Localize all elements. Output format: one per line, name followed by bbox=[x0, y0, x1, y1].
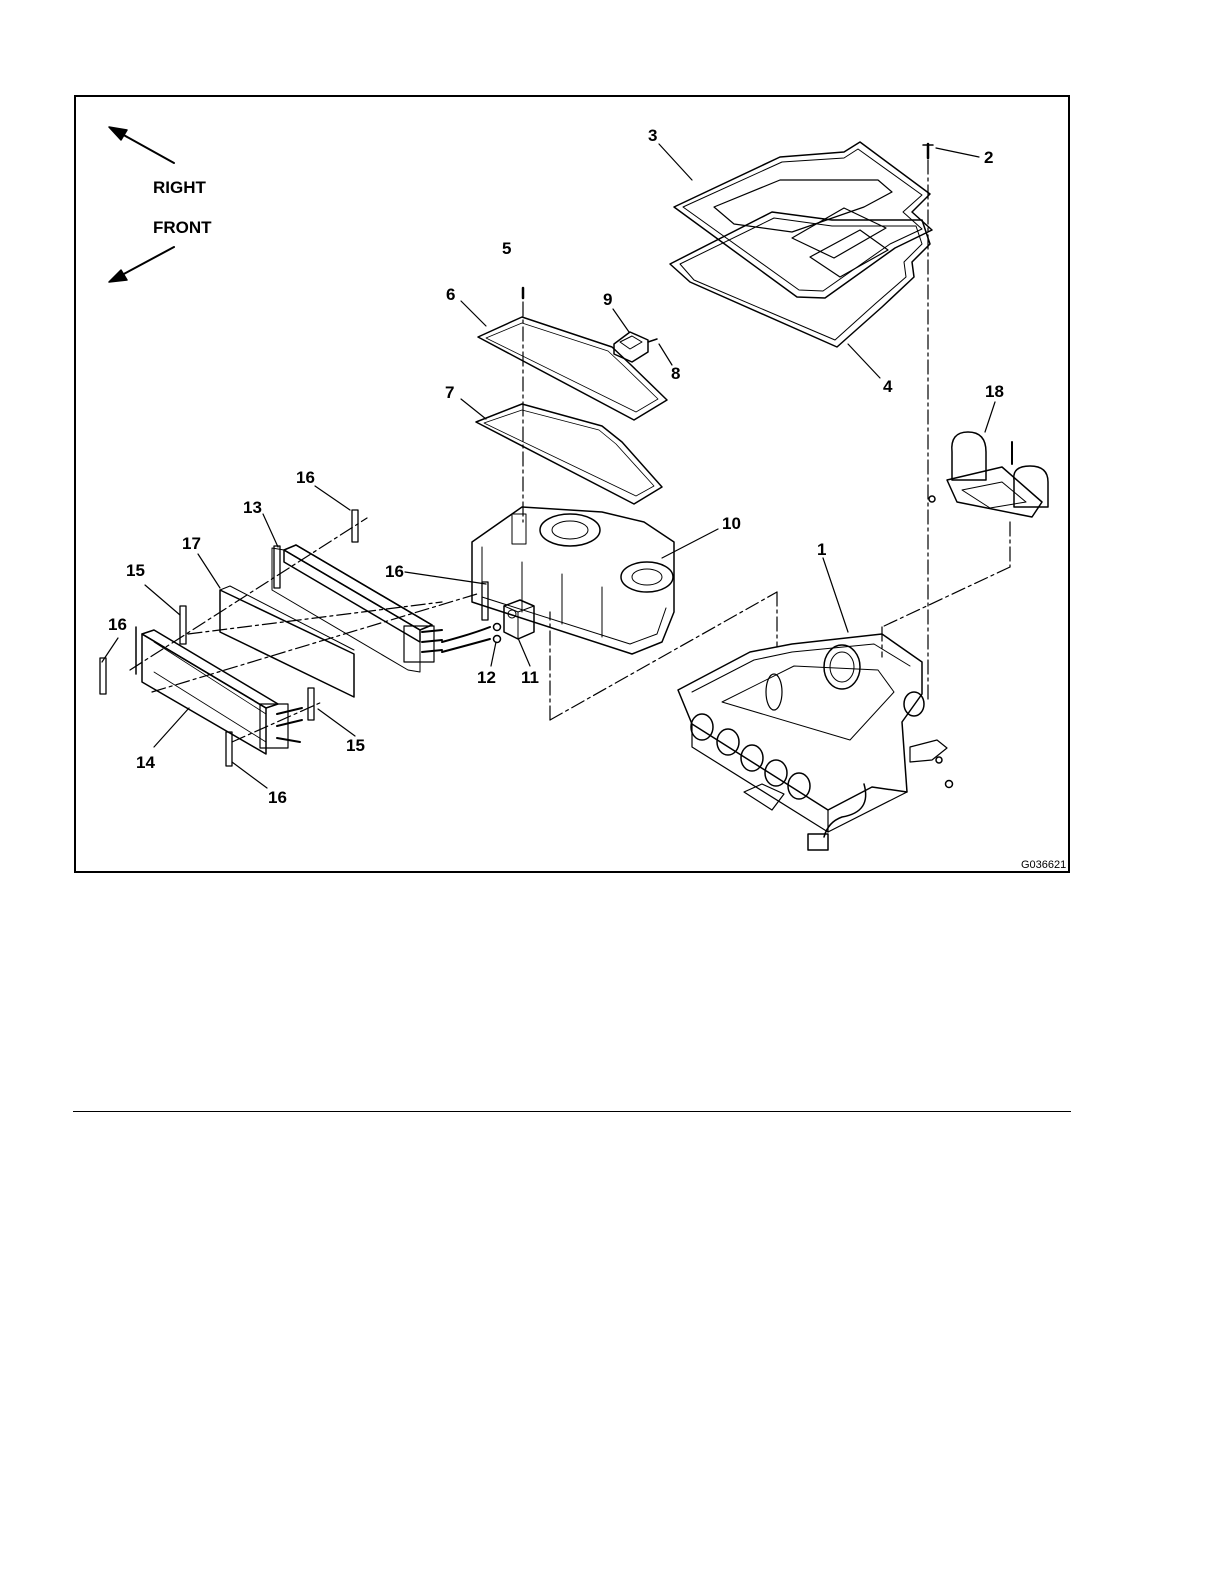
callout-18: 18 bbox=[985, 382, 1004, 401]
callout-1: 1 bbox=[817, 540, 826, 559]
callout-17: 17 bbox=[182, 534, 201, 553]
part-panel bbox=[478, 317, 667, 420]
callout-14: 14 bbox=[136, 753, 155, 772]
exploded-parts-diagram: RIGHT FRONT bbox=[76, 97, 1072, 875]
arrow-right-icon bbox=[109, 127, 127, 140]
callout-9: 9 bbox=[603, 290, 612, 309]
direction-indicator: RIGHT FRONT bbox=[109, 127, 212, 282]
callout-4: 4 bbox=[883, 377, 893, 396]
callout-5: 5 bbox=[502, 239, 511, 258]
callout-16-top: 16 bbox=[296, 468, 315, 487]
callout-7: 7 bbox=[445, 383, 454, 402]
direction-front-label: FRONT bbox=[153, 218, 212, 237]
part-blower-housing bbox=[472, 507, 674, 654]
callout-6: 6 bbox=[446, 285, 455, 304]
direction-right-label: RIGHT bbox=[153, 178, 207, 197]
part-switch bbox=[614, 332, 657, 362]
callout-16-left: 16 bbox=[108, 615, 127, 634]
figure-reference: G036621 bbox=[1021, 859, 1066, 871]
callout-3: 3 bbox=[648, 126, 657, 145]
diagram-frame: RIGHT FRONT bbox=[74, 95, 1070, 873]
part-seals bbox=[100, 510, 488, 766]
alignment-lines bbox=[130, 160, 1010, 742]
part-heater-core bbox=[136, 627, 302, 754]
page-divider bbox=[73, 1111, 1071, 1112]
callout-2: 2 bbox=[984, 148, 993, 167]
callout-12: 12 bbox=[477, 668, 496, 687]
callout-16-bottom: 16 bbox=[268, 788, 287, 807]
part-bracket-assembly bbox=[929, 432, 1048, 517]
callout-11: 11 bbox=[521, 668, 539, 687]
part-filter bbox=[220, 586, 354, 697]
part-lower-panel bbox=[476, 404, 662, 504]
callout-13: 13 bbox=[243, 498, 262, 517]
callout-numbers: 1 2 3 4 5 6 7 8 9 10 11 12 13 14 15 15 1… bbox=[108, 126, 1004, 807]
part-evaporator-core bbox=[272, 545, 442, 672]
arrow-front-icon bbox=[109, 270, 127, 282]
callout-16-mid: 16 bbox=[385, 562, 404, 581]
callout-15-left: 15 bbox=[126, 561, 145, 580]
part-main-housing bbox=[678, 634, 953, 850]
callout-8: 8 bbox=[671, 364, 680, 383]
part-fittings bbox=[442, 624, 501, 653]
callout-10: 10 bbox=[722, 514, 741, 533]
callout-15-right: 15 bbox=[346, 736, 365, 755]
leader-lines bbox=[102, 144, 995, 788]
